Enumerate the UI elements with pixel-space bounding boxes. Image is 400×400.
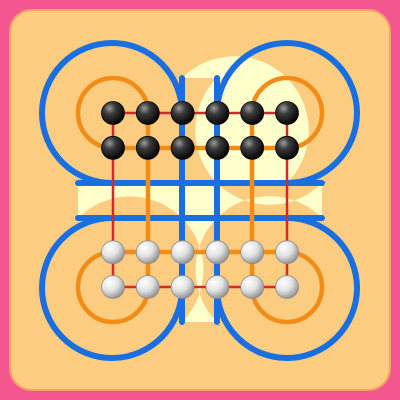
outer-loop-fill [78,56,322,323]
black-piece[interactable] [240,101,265,125]
white-piece[interactable] [240,275,265,299]
black-piece[interactable] [275,135,299,160]
black-piece[interactable] [135,135,160,160]
black-piece[interactable] [275,101,299,125]
white-piece[interactable] [205,275,230,299]
white-piece[interactable] [275,275,299,299]
white-piece[interactable] [170,275,195,299]
white-piece[interactable] [101,240,125,265]
black-piece[interactable] [170,101,195,125]
black-piece[interactable] [205,101,230,125]
white-piece[interactable] [170,240,195,265]
white-piece[interactable] [275,240,299,265]
black-piece[interactable] [170,135,195,160]
black-piece[interactable] [101,101,125,125]
white-piece[interactable] [135,275,160,299]
white-piece[interactable] [205,240,230,265]
black-piece[interactable] [240,135,265,160]
black-piece[interactable] [101,135,125,160]
white-piece[interactable] [101,275,125,299]
black-piece[interactable] [135,101,160,125]
white-piece[interactable] [135,240,160,265]
black-piece[interactable] [205,135,230,160]
pieces-layer [101,101,299,299]
white-piece[interactable] [240,240,265,265]
